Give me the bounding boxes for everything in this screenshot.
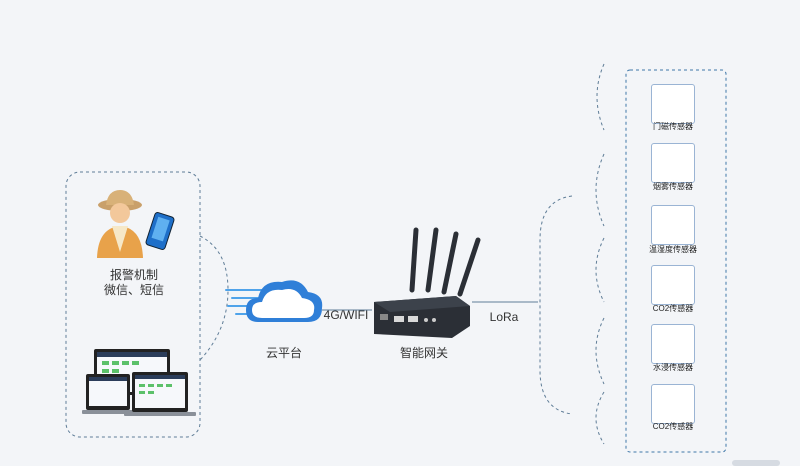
cloud-label: 云平台 <box>265 346 302 360</box>
cloud-icon <box>225 280 323 322</box>
lora-label: LoRa <box>489 310 519 324</box>
gateway-router-icon <box>374 227 481 338</box>
right-bracket-3 <box>595 237 605 303</box>
sensor-label-temp-humidity: 温湿度传感器 <box>649 245 697 254</box>
sensor-label-smoke: 烟雾传感器 <box>653 182 693 191</box>
link-4g-label: 4G/WIFI <box>323 308 369 322</box>
right-bracket-4 <box>595 317 605 385</box>
farmer-icon <box>97 190 143 258</box>
sensor-tile-co2-2 <box>651 384 695 424</box>
gateway-label: 智能网关 <box>399 346 448 360</box>
phone-icon <box>145 212 175 250</box>
sensor-tile-smoke <box>651 143 695 183</box>
sensor-label-water: 水浸传感器 <box>653 363 693 372</box>
sensor-tile-door <box>651 84 695 124</box>
sensor-group-box <box>625 69 727 453</box>
sensor-tile-co2-1 <box>651 265 695 305</box>
right-bracket-2 <box>595 153 605 227</box>
right-bracket-1 <box>596 63 605 131</box>
client-group-box <box>65 171 201 438</box>
sensor-tile-temp-humidity <box>651 205 695 245</box>
alarm-title: 报警机制 <box>109 268 158 282</box>
sensor-label-co2-1: CO2传感器 <box>652 304 694 313</box>
sensor-tile-water <box>651 324 695 364</box>
footer-bar <box>732 460 780 466</box>
right-main-bracket <box>539 195 573 415</box>
sensor-label-door: 门磁传感器 <box>653 122 693 131</box>
alarm-channels: 微信、短信 <box>103 283 164 297</box>
sensor-label-co2-2: CO2传感器 <box>652 422 694 431</box>
computers-icon <box>82 349 196 416</box>
right-bracket-5 <box>595 391 605 445</box>
left-bracket <box>199 235 229 361</box>
